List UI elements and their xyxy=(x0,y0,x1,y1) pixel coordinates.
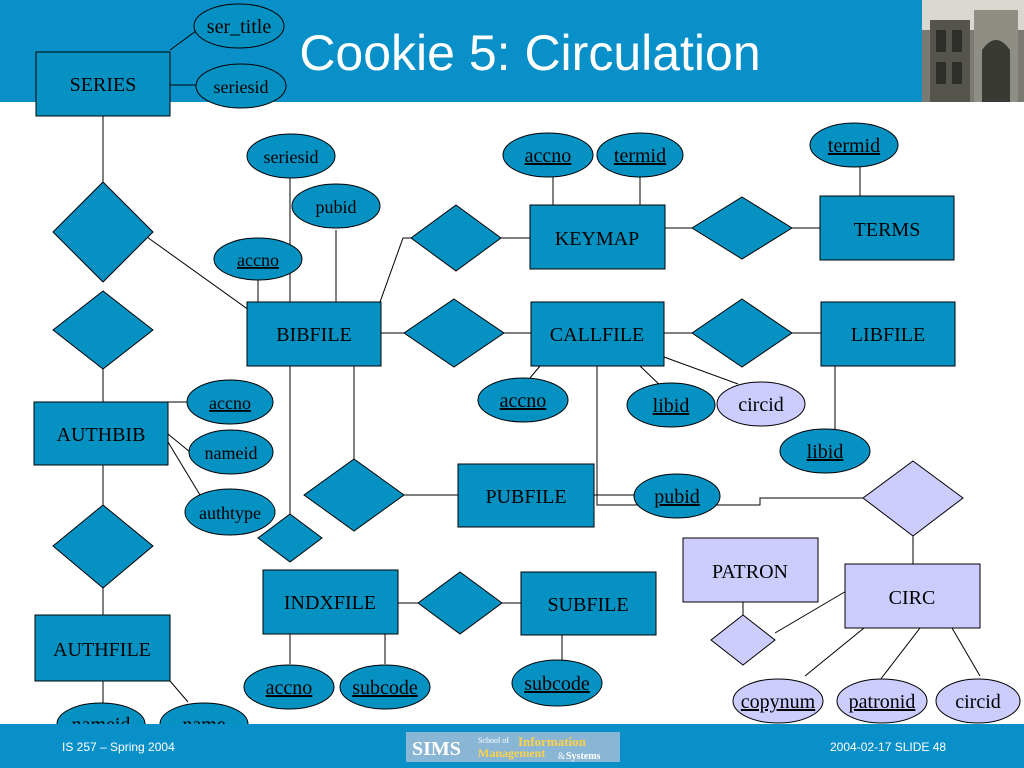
svg-text:Information: Information xyxy=(518,734,587,749)
relationship-diamond xyxy=(410,204,502,272)
entity-patron xyxy=(682,537,819,603)
entity-label: CALLFILE xyxy=(550,324,644,346)
attribute-label: seriesid xyxy=(214,77,269,97)
key-attribute-label: accno xyxy=(266,677,313,699)
entity-label: SERIES xyxy=(70,74,137,96)
relationship-diamond xyxy=(862,460,964,537)
key-attribute-label: subcode xyxy=(524,673,590,695)
attribute-ellipse xyxy=(732,678,824,724)
attribute-ellipse xyxy=(195,63,287,109)
relationship-diamond xyxy=(691,196,793,260)
attribute-ellipse xyxy=(779,428,871,474)
attribute-label: circid xyxy=(955,691,1001,713)
relationship-diamond xyxy=(257,513,323,563)
relationship-diamond xyxy=(691,298,793,368)
attribute-ellipse xyxy=(246,133,336,179)
attribute-ellipse xyxy=(633,473,721,519)
key-attribute-label: accno xyxy=(500,390,547,412)
relationship-diamond xyxy=(52,181,154,283)
attribute-ellipse xyxy=(836,678,928,724)
footer-slide-number: 2004-02-17 SLIDE 48 xyxy=(830,740,947,754)
attribute-ellipse xyxy=(213,237,303,281)
entity-label: TERMS xyxy=(854,219,921,241)
entity-authbib xyxy=(33,401,169,466)
attribute-label: circid xyxy=(738,394,784,416)
attribute-ellipse xyxy=(188,429,274,475)
building-photo xyxy=(922,0,1024,102)
key-attribute-label: libid xyxy=(807,441,844,463)
attribute-ellipse xyxy=(809,122,899,168)
relationship-diamond xyxy=(417,571,503,635)
attribute-ellipse xyxy=(716,381,806,427)
attribute-ellipse xyxy=(502,132,594,178)
key-attribute-label: termid xyxy=(828,135,880,157)
key-attribute-label: accno xyxy=(237,250,279,270)
entity-label: AUTHBIB xyxy=(57,424,146,446)
attribute-ellipse xyxy=(511,659,603,707)
entity-label: PATRON xyxy=(712,561,788,583)
key-attribute-label: copynum xyxy=(741,691,816,713)
sims-logo: SIMS School of Information Management & … xyxy=(406,732,620,762)
entity-label: BIBFILE xyxy=(276,324,352,346)
key-attribute-label: accno xyxy=(209,393,251,413)
attribute-ellipse xyxy=(186,379,274,425)
attribute-label: ser_title xyxy=(207,16,272,38)
attribute-ellipse xyxy=(596,132,684,178)
attribute-ellipse xyxy=(935,678,1021,724)
entity-circ xyxy=(844,563,981,629)
attribute-ellipse xyxy=(339,664,431,710)
entity-indxfile xyxy=(262,569,399,635)
relationship-diamond xyxy=(710,614,776,666)
slide-title: Cookie 5: Circulation xyxy=(299,25,761,81)
entity-label: SUBFILE xyxy=(547,594,628,616)
entity-libfile xyxy=(820,301,956,367)
key-attribute-label: libid xyxy=(653,395,690,417)
key-attribute-label: subcode xyxy=(352,677,418,699)
key-attribute-label: termid xyxy=(614,145,666,167)
key-attribute-label: patronid xyxy=(849,691,916,713)
svg-text:SIMS: SIMS xyxy=(412,738,461,760)
entity-label: PUBFILE xyxy=(485,486,566,508)
footer-course: IS 257 – Spring 2004 xyxy=(62,740,175,754)
attribute-ellipse xyxy=(193,3,285,49)
attribute-label: seriesid xyxy=(264,147,319,167)
attribute-ellipse xyxy=(477,377,569,423)
relationship-diamond xyxy=(52,504,154,589)
entity-series xyxy=(35,51,171,117)
attribute-label: authtype xyxy=(199,503,261,523)
entity-label: AUTHFILE xyxy=(53,639,151,661)
attribute-label: pubid xyxy=(315,197,356,217)
svg-text:Management: Management xyxy=(478,746,545,760)
entity-label: CIRC xyxy=(889,587,936,609)
entity-authfile xyxy=(34,614,171,682)
attribute-ellipse xyxy=(243,664,335,710)
svg-text:&: & xyxy=(558,751,565,761)
entity-callfile xyxy=(530,301,665,367)
key-attribute-label: accno xyxy=(525,145,572,167)
attribute-ellipse xyxy=(184,488,276,536)
entity-label: LIBFILE xyxy=(851,324,925,346)
entity-label: KEYMAP xyxy=(555,228,639,250)
entity-bibfile xyxy=(246,301,382,367)
attribute-ellipse xyxy=(626,382,716,428)
relationship-diamond xyxy=(52,290,154,370)
entity-pubfile xyxy=(457,463,595,528)
svg-text:Systems: Systems xyxy=(566,751,601,762)
entity-terms xyxy=(819,195,955,261)
entity-keymap xyxy=(529,204,666,270)
attribute-label: nameid xyxy=(205,443,258,463)
entity-label: INDXFILE xyxy=(284,592,376,614)
relationship-diamond xyxy=(303,458,405,532)
entity-subfile xyxy=(520,571,657,636)
attribute-ellipse xyxy=(291,183,381,229)
relationship-diamond xyxy=(403,298,505,368)
key-attribute-label: pubid xyxy=(654,486,700,508)
svg-text:School of: School of xyxy=(478,736,509,745)
